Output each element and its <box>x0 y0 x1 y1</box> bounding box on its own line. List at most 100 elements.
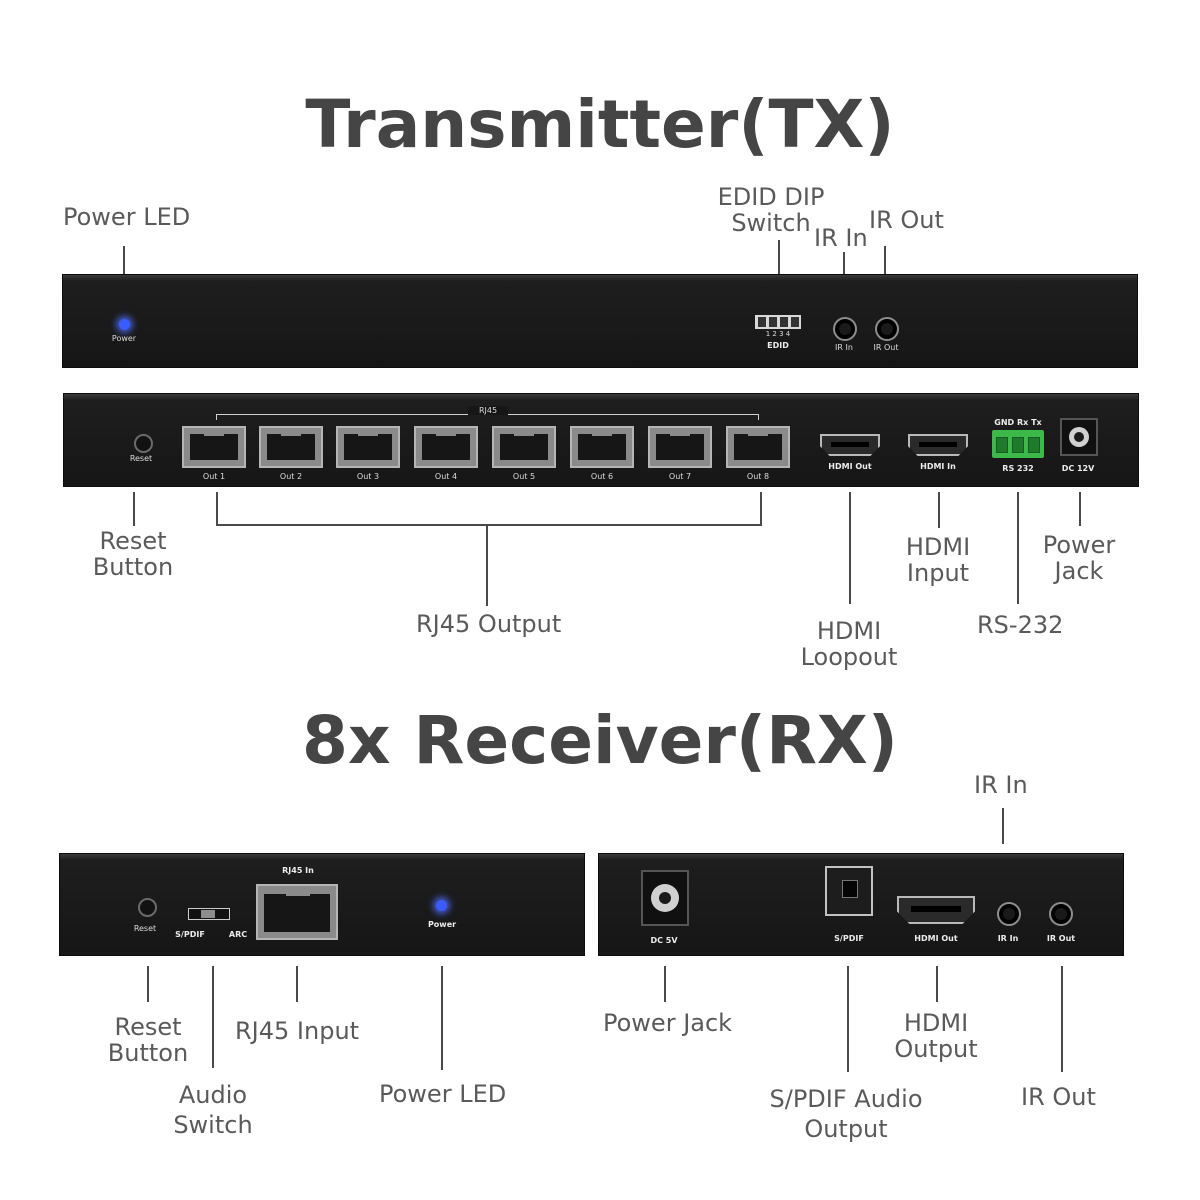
rx-audio-switch-callout: Audio Switch <box>163 1080 263 1140</box>
tx-rj45-port-3[interactable] <box>336 426 400 468</box>
tx-power-jack-leader <box>1079 492 1081 526</box>
tx-port-label-6: Out 6 <box>590 472 614 481</box>
rx-power-jack-callout: Power Jack <box>603 1009 733 1037</box>
rx-reset-leader <box>147 966 149 1002</box>
tx-rj45-port-6[interactable] <box>570 426 634 468</box>
tx-edid-dip-switch[interactable] <box>755 315 801 329</box>
tx-rj45-label: RJ45 <box>468 406 508 415</box>
tx-rs232-terminal[interactable] <box>992 430 1044 458</box>
tx-ir-in-callout: IR In <box>814 224 868 252</box>
tx-port-label-7: Out 7 <box>668 472 692 481</box>
tx-dc-jack[interactable] <box>1060 418 1098 456</box>
tx-rj45-bracket-left <box>216 414 217 420</box>
tx-hdmi-loopout-callout-line1: HDMI <box>816 617 882 645</box>
rx-spdif-callout-line2: Output <box>804 1115 888 1143</box>
rx-ir-out-callout: IR Out <box>1021 1083 1096 1111</box>
rx-reset-callout-line2: Button <box>107 1039 189 1067</box>
tx-ir-in-jack[interactable] <box>833 317 857 341</box>
rx-spdif-callout-line1: S/PDIF Audio <box>769 1085 923 1113</box>
tx-hdmi-in-port[interactable] <box>908 434 968 456</box>
tx-edid-dip-callout: EDID DIP Switch <box>716 184 826 236</box>
tx-rj45-bracket-bottom <box>216 524 762 526</box>
rx-ir-out-leader <box>1061 966 1063 1072</box>
tx-rj45-port-7[interactable] <box>648 426 712 468</box>
tx-reset-callout-line2: Button <box>92 553 174 581</box>
tx-ir-out-leader <box>884 246 886 274</box>
rx-reset-callout: Reset Button <box>98 1014 198 1066</box>
rx-rear-spdif-label: S/PDIF <box>834 934 864 943</box>
rx-audio-switch-callout-line2: Switch <box>173 1111 253 1139</box>
tx-rj45-bracket-right-leader <box>760 492 762 526</box>
rx-ir-out-jack[interactable] <box>1049 902 1073 926</box>
tx-port-label-1: Out 1 <box>202 472 226 481</box>
tx-rear-reset-label: Reset <box>129 454 153 463</box>
tx-gnd-rx-tx-label: GND Rx Tx <box>994 418 1042 427</box>
tx-power-jack-callout-line1: Power <box>1042 531 1116 559</box>
rx-audio-switch[interactable] <box>188 908 230 920</box>
rx-audio-switch-callout-line1: Audio <box>178 1081 248 1109</box>
tx-front-ir-in-label: IR In <box>835 343 853 352</box>
tx-rs232-callout: RS-232 <box>977 611 1064 639</box>
tx-power-led-callout: Power LED <box>63 203 191 231</box>
tx-reset-callout: Reset Button <box>83 528 183 580</box>
tx-port-label-2: Out 2 <box>279 472 303 481</box>
tx-hdmi-in-label: HDMI In <box>920 462 956 471</box>
tx-rear-panel: Reset RJ45 Out 1 Out 2 Out 3 Out 4 Out 5… <box>63 393 1139 487</box>
tx-heading: Transmitter(TX) <box>305 86 895 163</box>
rx-rear-panel: DC 5V S/PDIF HDMI Out IR In IR Out <box>598 853 1124 956</box>
rx-arc-label: ARC <box>228 930 248 939</box>
rx-reset-button[interactable] <box>138 898 157 917</box>
tx-edid-dip-callout-line1: EDID DIP <box>717 183 825 211</box>
rx-hdmi-output-callout-line1: HDMI <box>903 1009 969 1037</box>
tx-hdmi-input-leader <box>938 492 940 528</box>
rx-power-led-callout: Power LED <box>379 1080 507 1108</box>
tx-rj45-port-1[interactable] <box>182 426 246 468</box>
rx-hdmi-output-leader <box>936 966 938 1002</box>
tx-hdmi-input-callout-line2: Input <box>906 559 970 587</box>
rx-rj45-port[interactable] <box>256 884 338 940</box>
tx-ir-in-leader <box>843 252 845 274</box>
rx-reset-callout-line1: Reset <box>114 1013 182 1041</box>
rx-rear-ir-in-label: IR In <box>997 934 1019 943</box>
tx-hdmi-loopout-callout-line2: Loopout <box>800 643 898 671</box>
tx-rj45-bracket-left-leader <box>216 492 218 526</box>
rx-hdmi-output-callout-line2: Output <box>894 1035 978 1063</box>
tx-power-jack-callout-line2: Jack <box>1054 557 1104 585</box>
rx-ir-in-callout: IR In <box>974 771 1028 799</box>
tx-dip-numbers: 1 2 3 4 <box>765 330 791 338</box>
rx-spdif-port[interactable] <box>825 866 873 916</box>
tx-hdmi-loopout-leader <box>849 492 851 604</box>
tx-hdmi-loopout-callout: HDMI Loopout <box>794 618 904 670</box>
tx-rj45-port-2[interactable] <box>259 426 323 468</box>
rx-spdif-callout: S/PDIF Audio Output <box>761 1084 931 1144</box>
rx-rj45-input-callout: RJ45 Input <box>235 1017 360 1045</box>
rx-front-reset-label: Reset <box>133 924 157 933</box>
tx-power-jack-callout: Power Jack <box>1034 532 1124 584</box>
rx-hdmi-out-port[interactable] <box>897 896 975 924</box>
rx-dc-jack[interactable] <box>641 870 689 926</box>
tx-port-label-3: Out 3 <box>356 472 380 481</box>
tx-port-label-5: Out 5 <box>512 472 536 481</box>
rx-power-led <box>436 900 447 911</box>
rx-ir-in-jack[interactable] <box>997 902 1021 926</box>
tx-hdmi-input-callout-line1: HDMI <box>905 533 971 561</box>
tx-rj45-output-callout: RJ45 Output <box>416 610 562 638</box>
rx-power-jack-leader <box>664 966 666 1002</box>
tx-port-label-4: Out 4 <box>434 472 458 481</box>
rx-front-power-label: Power <box>427 920 457 929</box>
tx-rj45-port-8[interactable] <box>726 426 790 468</box>
rx-spdif-switch-label: S/PDIF <box>175 930 205 939</box>
tx-rj45-port-4[interactable] <box>414 426 478 468</box>
tx-ir-out-jack[interactable] <box>875 317 899 341</box>
tx-hdmi-out-port[interactable] <box>820 434 880 456</box>
rx-audio-switch-leader <box>212 966 214 1068</box>
tx-front-panel: Power 1 2 3 4 EDID IR In IR Out <box>62 274 1138 368</box>
tx-reset-callout-line1: Reset <box>99 527 167 555</box>
rx-hdmi-out-label: HDMI Out <box>914 934 958 943</box>
rx-rear-ir-out-label: IR Out <box>1046 934 1076 943</box>
tx-rj45-port-5[interactable] <box>492 426 556 468</box>
tx-rj45-output-leader <box>486 524 488 606</box>
tx-power-led <box>119 319 130 330</box>
tx-reset-button[interactable] <box>134 434 153 453</box>
tx-edid-dip-leader <box>778 240 780 274</box>
